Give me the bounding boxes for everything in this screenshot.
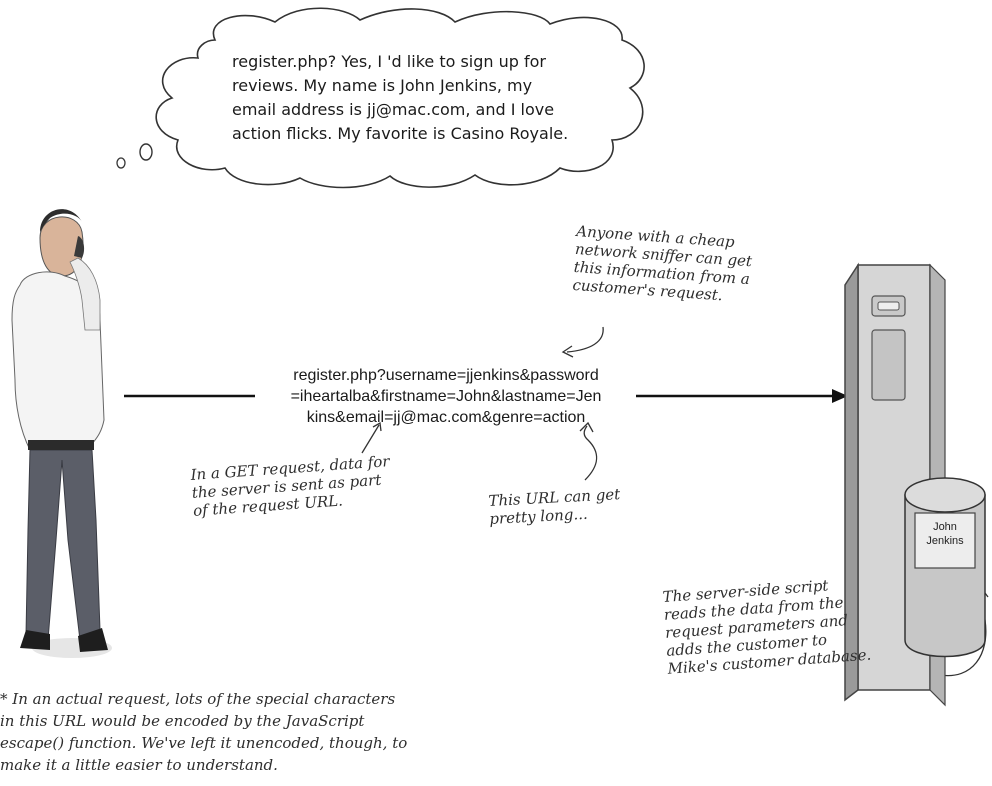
- url-line: =iheartalba&firstname=John&lastname=Jen: [290, 388, 602, 405]
- long-url-pointer-arrow: [583, 425, 598, 481]
- get-pointer-arrow: [361, 424, 380, 454]
- thought-cloud-outline: [155, 7, 645, 189]
- footnote-line: * In an actual request, lots of the spec…: [0, 690, 396, 708]
- database-record-label: John Jenkins: [915, 520, 975, 548]
- database-label-line: Jenkins: [926, 535, 964, 547]
- footnote-line: make it a little easier to understand.: [0, 756, 278, 774]
- thought-bubble-text: register.php? Yes, I 'd like to sign up …: [232, 50, 607, 146]
- sniffer-pointer-arrow: [566, 326, 604, 353]
- request-arrow-head: [832, 389, 848, 403]
- url-line: kins&email=jj@mac.com&genre=action: [306, 409, 586, 426]
- request-url-text: register.php?username=jjenkins&password …: [252, 365, 640, 428]
- thought-dot-large: [139, 143, 153, 161]
- url-line: register.php?username=jjenkins&password: [293, 367, 599, 384]
- server-script-annotation: The server-side script reads the data fr…: [662, 574, 872, 677]
- database-label-line: John: [933, 521, 957, 533]
- person-on-phone-illustration: [11, 209, 112, 658]
- footnote: * In an actual request, lots of the spec…: [0, 688, 407, 776]
- thought-line: reviews. My name is John Jenkins, my: [232, 76, 533, 95]
- long-url-annotation: This URL can get pretty long...: [488, 485, 622, 528]
- thought-line: action flicks. My favorite is Casino Roy…: [232, 124, 569, 143]
- footnote-line: in this URL would be encoded by the Java…: [0, 712, 365, 730]
- sniffer-annotation: Anyone with a cheap network sniffer can …: [572, 222, 754, 306]
- thought-line: email address is jj@mac.com, and I love: [232, 100, 555, 119]
- database-cylinder: [904, 477, 986, 658]
- footnote-line: escape() function. We've left it unencod…: [0, 734, 408, 752]
- thought-line: register.php? Yes, I 'd like to sign up …: [232, 52, 547, 71]
- thought-dot-small: [116, 157, 126, 169]
